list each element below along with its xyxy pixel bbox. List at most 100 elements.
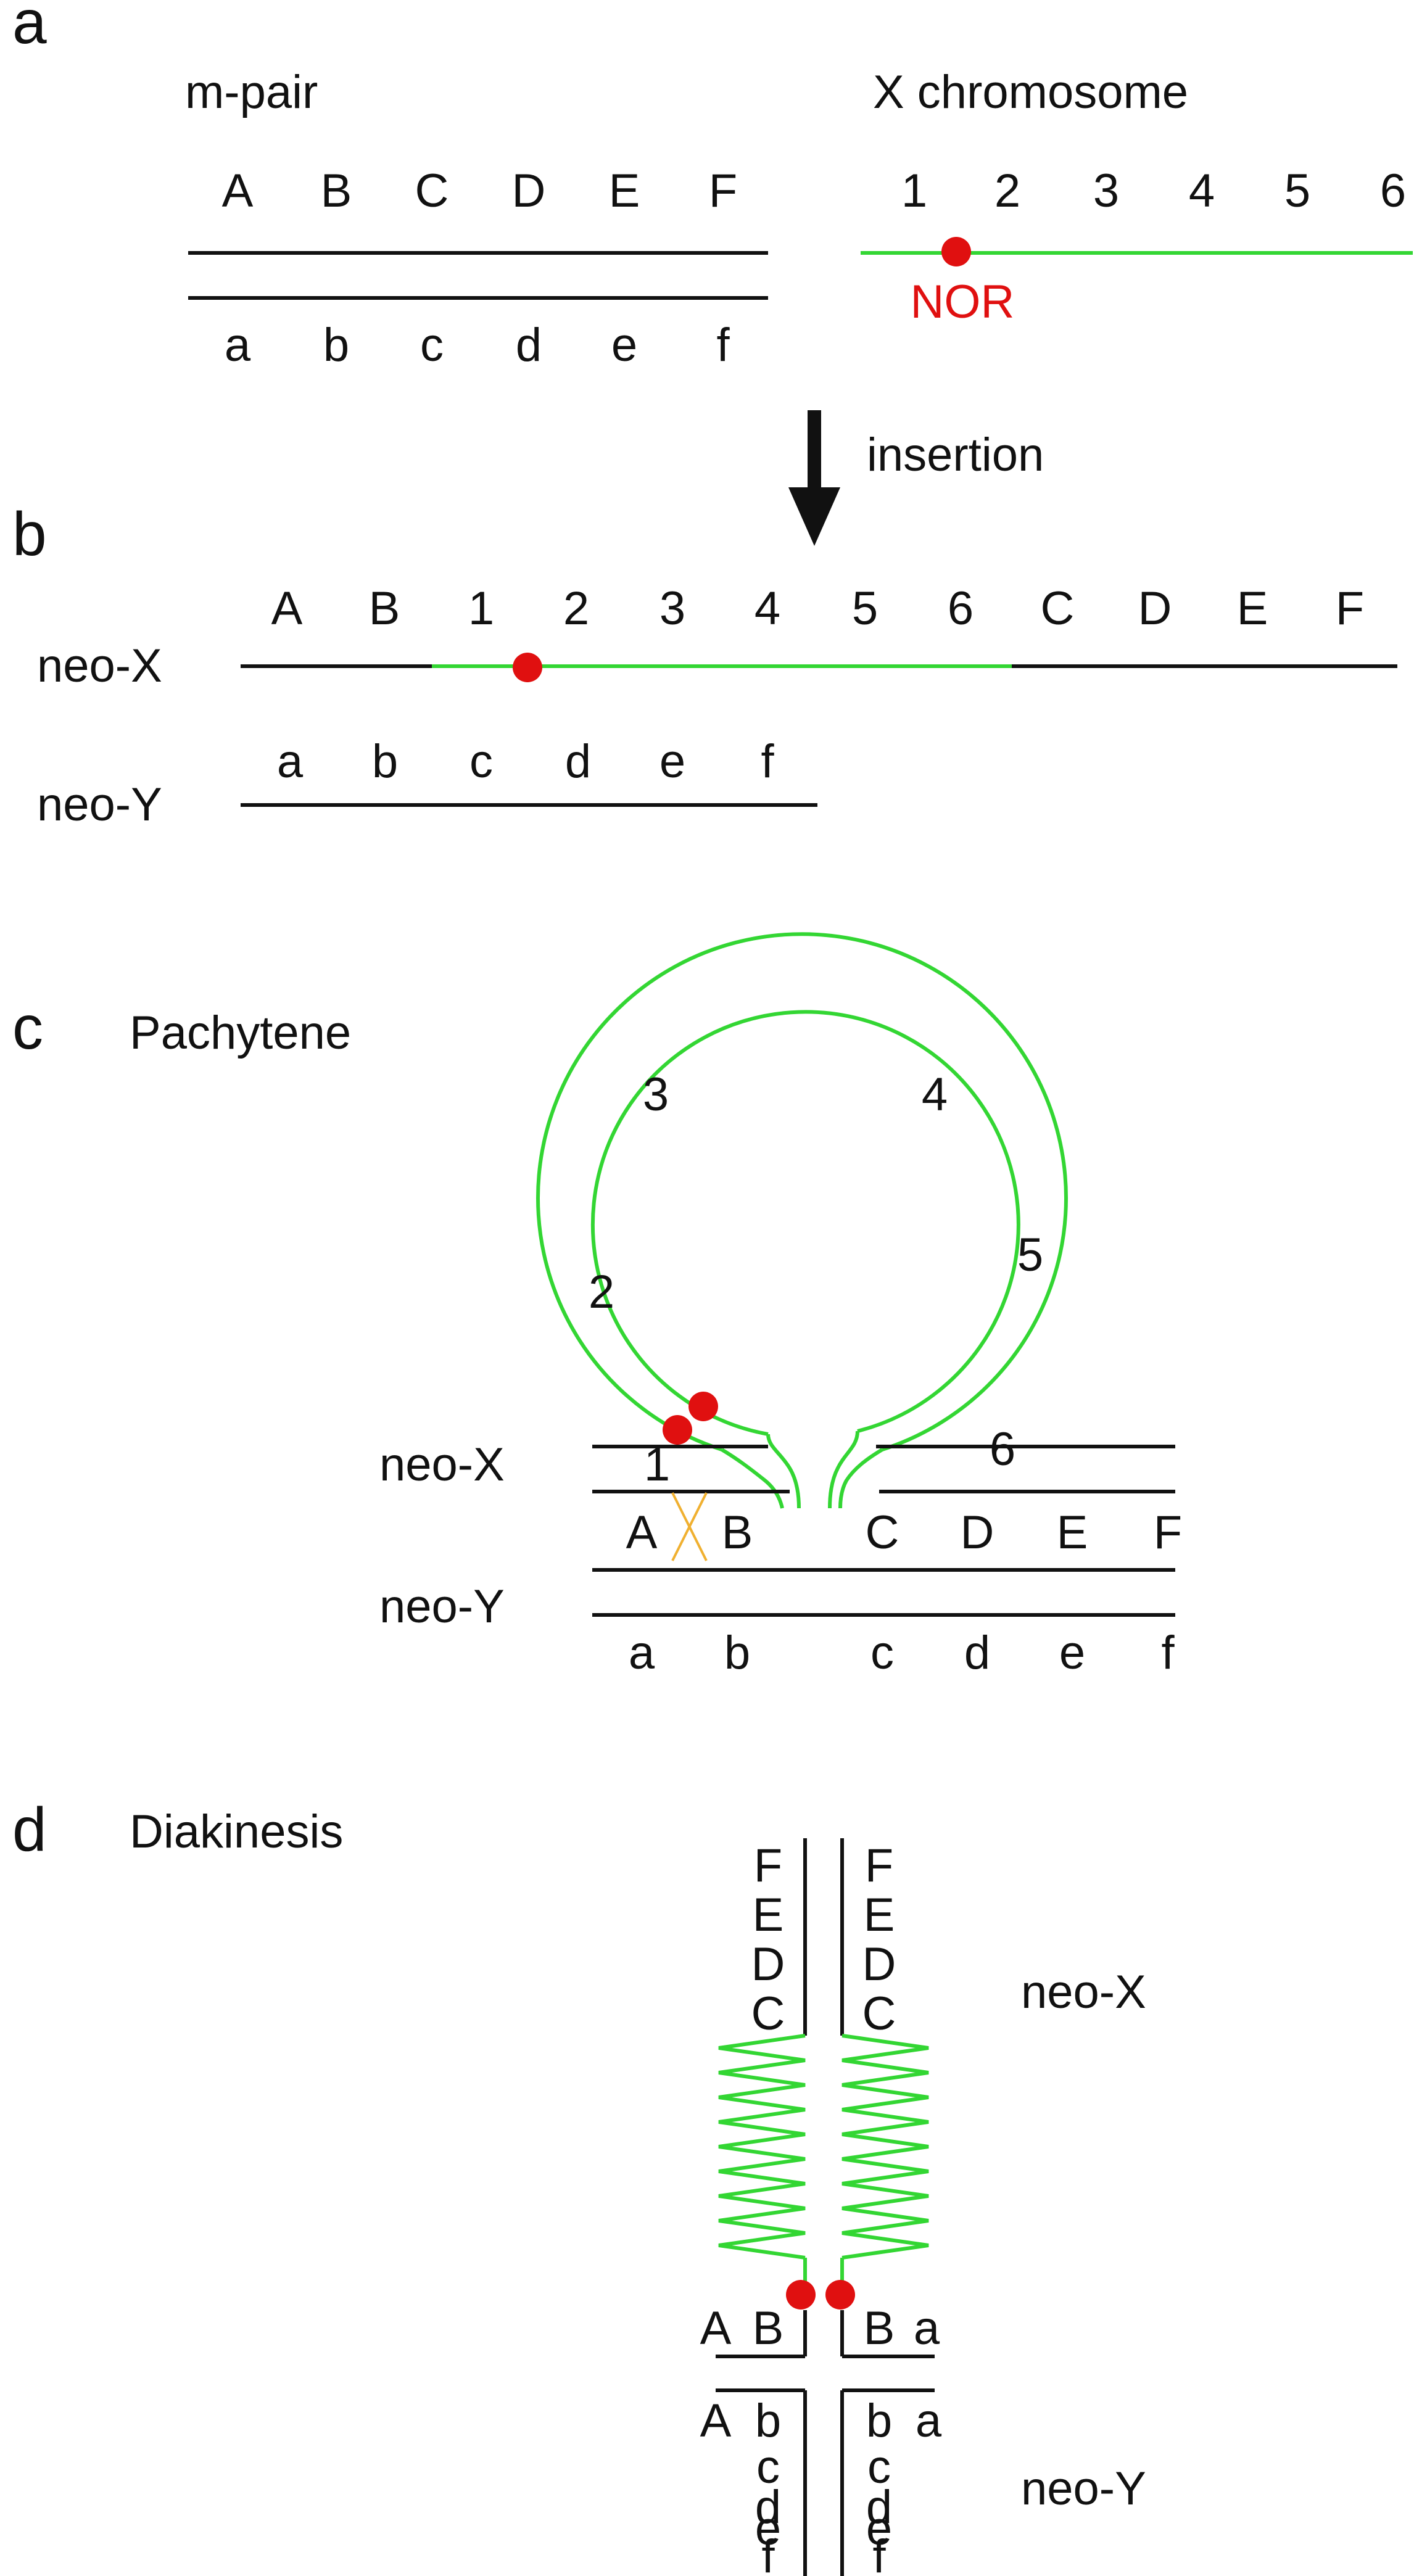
pachytene-lower-labels: a b c d e f [629,1627,1175,1679]
gene-label: C [415,165,449,217]
neo-x-label: neo-X [37,640,162,692]
x-segment-label: 3 [643,1068,669,1121]
neo-y-left-stack: b c d e f [755,2395,781,2576]
gene-label: A [626,1506,658,1559]
diakinesis-title: Diakinesis [130,1806,343,1858]
x-segment-label: 5 [1017,1229,1043,1281]
gene-label: 6 [948,582,974,635]
gene-label: c [756,2441,780,2493]
gene-label: C [862,1988,896,2040]
top-right-stack: F E D C [862,1839,896,2040]
gene-label: E [609,165,640,217]
gene-label: C [866,1506,899,1559]
neo-y-gene-labels: a b c d e f [277,735,775,788]
diakinesis-neo-y-label: neo-Y [1021,2462,1146,2515]
nor-dot [688,1392,718,1421]
gene-label: e [659,735,685,788]
neo-y-right-stack: b c d e f [866,2395,892,2576]
mpair-lower-labels: a b c d e f [225,319,730,371]
x-segment-label: 3 [1093,165,1119,217]
nor-dot [825,2280,855,2310]
gene-label: f [761,2530,775,2576]
gene-label: F [754,1839,782,1892]
gene-label: a [914,2302,940,2355]
gene-label: b [372,735,398,788]
diakinesis-b-segment [716,2310,935,2358]
gene-label: b [724,1627,750,1679]
gene-label: A [271,582,303,635]
x-segment-label: 2 [994,165,1020,217]
loop-number-labels: 1 2 3 4 5 6 [589,1068,1043,1491]
nor-dot [786,2280,816,2310]
gene-label: E [1237,582,1268,635]
gene-label: d [964,1627,990,1679]
gene-label: E [864,1889,895,1941]
gene-label: 5 [852,582,878,635]
pachytene-title: Pachytene [130,1007,351,1059]
x-segment-label: 2 [589,1266,614,1318]
insertion-arrow [788,410,840,546]
gene-label: D [961,1506,994,1559]
gene-label: D [862,1938,896,1991]
gene-label: a [629,1627,655,1679]
gene-label: d [516,319,542,371]
pachytene-neo-y-label: neo-Y [379,1580,505,1633]
gene-label: 3 [659,582,685,635]
panel-a-letter: a [12,0,47,57]
neo-x-gene-labels: A B 1 2 3 4 5 6 C D E F [271,582,1365,635]
gene-label: 1 [468,582,494,635]
gene-label: B [864,2302,895,2355]
pachytene-neo-x-label: neo-X [379,1439,505,1491]
gene-label: 2 [563,582,589,635]
diakinesis-neo-x-label: neo-X [1021,1966,1146,2018]
gene-label: E [1057,1506,1088,1559]
nor-label: NOR [911,276,1015,328]
gene-label: b [323,319,349,371]
gene-label: 4 [755,582,780,635]
nor-dot [941,237,971,266]
panel-d-letter: d [12,1795,47,1864]
gene-label: A [222,165,254,217]
gene-label: D [751,1938,785,1991]
gene-label: f [1161,1627,1175,1679]
gene-label: f [761,735,774,788]
gene-label: f [716,319,730,371]
gene-label: a [225,319,251,371]
gene-label: B [722,1506,753,1559]
gene-label: e [1059,1627,1085,1679]
nor-dot [513,653,542,682]
gene-label: B [369,582,400,635]
gene-label: c [469,735,493,788]
gene-label: e [611,319,637,371]
insertion-label: insertion [867,429,1044,481]
x-segment-label: 4 [922,1068,948,1121]
gene-label: F [709,165,737,217]
nor-dot [663,1415,692,1445]
gene-label: B [321,165,352,217]
gene-label: F [1336,582,1364,635]
top-left-stack: F E D C [751,1839,785,2040]
crossover-chiasma [671,1492,708,1561]
gene-label: A [700,2302,732,2355]
gene-label: C [751,1988,785,2040]
gene-label: b [866,2395,892,2447]
panel-c-letter: c [12,993,43,1062]
x-segment-label: 1 [901,165,927,217]
gene-label: d [565,735,591,788]
x-segment-label: 5 [1284,165,1310,217]
gene-label: c [420,319,444,371]
gene-label: b [755,2395,781,2447]
x-segment-label: 6 [1380,165,1406,217]
mpair-upper-labels: A B C D E F [222,165,738,217]
gene-label: f [872,2530,886,2576]
gene-label: c [867,2441,891,2493]
gene-label: d [755,2481,781,2533]
x-segment-label: 6 [990,1423,1015,1476]
gene-label: D [512,165,546,217]
gene-label: a [916,2395,942,2447]
x-loop [536,932,1068,1509]
neo-x-chromosome [241,653,1397,682]
gene-label: B [753,2302,784,2355]
gene-label: e [866,2503,892,2555]
